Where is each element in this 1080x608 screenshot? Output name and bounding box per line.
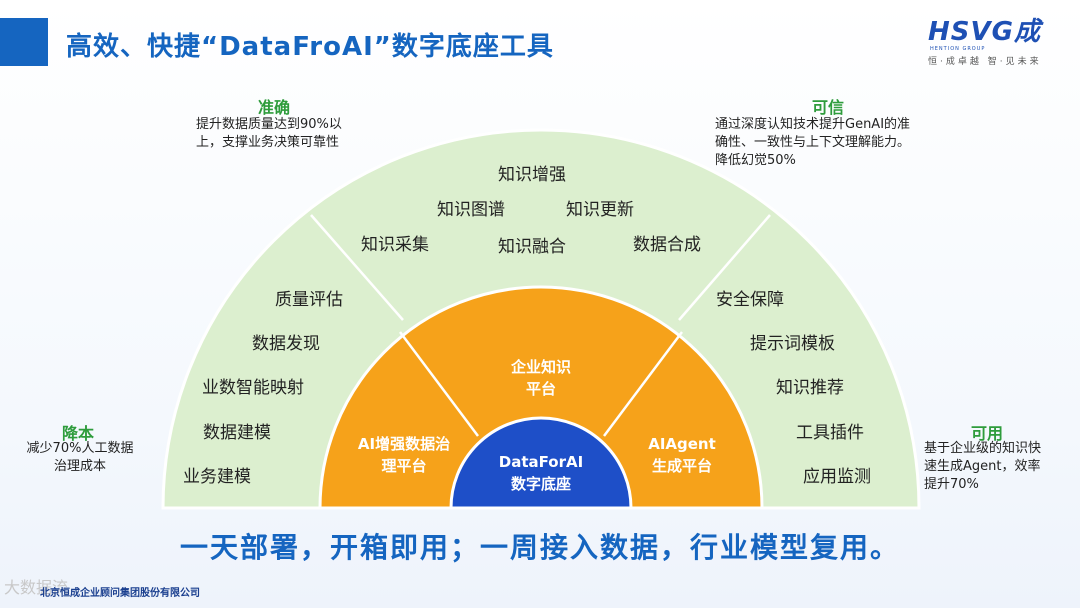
note-accurate-line2: 上，支撑业务决策可靠性 (196, 135, 340, 150)
heading-accurate: 准确 (257, 98, 290, 117)
company-logo: HSVG成 HENTION GROUP 恒·成卓越 智·见未来 (928, 17, 1052, 67)
item-prompt-template: 提示词模板 (750, 334, 835, 354)
platform-ai-governance-line1: AI增强数据治 (357, 435, 451, 453)
item-data-discovery: 数据发现 (252, 334, 320, 354)
item-quality-assess: 质量评估 (275, 290, 343, 310)
note-trusted-line3: 降低幻觉50% (715, 153, 796, 168)
heading-cost: 降本 (61, 424, 94, 443)
outer-divider-right (678, 214, 771, 321)
slogan: 一天部署，开箱即用；一周接入数据，行业模型复用。 (179, 531, 900, 564)
platform-ai-agent-line2: 生成平台 (651, 457, 712, 475)
item-data-modeling: 数据建模 (203, 423, 271, 443)
note-trusted: 通过深度认知技术提升GenAI的准 确性、一致性与上下文理解能力。 降低幻觉50… (715, 116, 910, 170)
note-usable: 基于企业级的知识快 速生成Agent，效率 提升70% (924, 440, 1041, 494)
note-accurate-line1: 提升数据质量达到90%以 (196, 117, 342, 132)
core-line1: DataForAI (498, 453, 584, 471)
platform-enterprise-knowledge-line2: 平台 (525, 380, 556, 398)
logo-motto: 恒·成卓越 智·见未来 (928, 57, 1042, 67)
logo-subtext: HENTION GROUP (930, 46, 986, 52)
item-knowledge-update: 知识更新 (566, 200, 634, 220)
heading-trusted: 可信 (811, 98, 844, 117)
note-usable-line3: 提升70% (924, 477, 979, 492)
platform-ai-agent: AIAgent 生成平台 (630, 433, 734, 477)
item-knowledge-enhance: 知识增强 (498, 165, 566, 185)
logo-text: HSVG成 (928, 17, 1041, 47)
item-knowledge-fusion: 知识融合 (498, 237, 566, 257)
core-line2: 数字底座 (510, 475, 571, 493)
middle-divider-left (399, 331, 479, 437)
item-security: 安全保障 (716, 290, 784, 310)
platform-ai-governance-line2: 理平台 (381, 457, 427, 475)
platform-enterprise-knowledge-line1: 企业知识 (510, 358, 571, 376)
item-knowledge-collect: 知识采集 (361, 235, 429, 255)
item-business-data-mapping: 业数智能映射 (202, 378, 304, 398)
note-accurate: 提升数据质量达到90%以 上，支撑业务决策可靠性 (196, 116, 342, 152)
platform-enterprise-knowledge: 企业知识 平台 (496, 356, 586, 400)
note-cost: 减少70%人工数据 治理成本 (18, 440, 142, 476)
core-circle (449, 416, 633, 510)
item-tool-plugin: 工具插件 (796, 423, 864, 443)
item-data-synthesis: 数据合成 (633, 235, 701, 255)
note-cost-line1: 减少70%人工数据 (26, 441, 134, 456)
middle-divider-right (603, 331, 683, 437)
middle-ring (318, 285, 764, 510)
page-title: 高效、快捷“DataFroAI”数字底座工具 (66, 32, 554, 62)
watermark: 大数据流 (4, 578, 69, 597)
note-trusted-line1: 通过深度认知技术提升GenAI的准 (715, 117, 911, 132)
note-trusted-line2: 确性、一致性与上下文理解能力。 (715, 135, 911, 150)
footer-company: 北京恒成企业顾问集团股份有限公司 (40, 588, 200, 599)
platform-ai-agent-line1: AIAgent (648, 435, 716, 453)
platform-ai-governance: AI增强数据治 理平台 (340, 433, 468, 477)
item-knowledge-graph: 知识图谱 (437, 200, 505, 220)
item-business-modeling: 业务建模 (183, 467, 251, 487)
note-cost-line2: 治理成本 (53, 459, 106, 474)
note-usable-line2: 速生成Agent，效率 (924, 459, 1041, 474)
item-app-monitor: 应用监测 (803, 467, 871, 487)
outer-divider-left (310, 214, 404, 321)
title-accent-bar (0, 18, 48, 66)
core-label: DataForAI 数字底座 (486, 451, 596, 495)
note-usable-line1: 基于企业级的知识快 (924, 441, 1042, 456)
heading-usable: 可用 (970, 424, 1003, 443)
item-knowledge-recommend: 知识推荐 (776, 378, 844, 398)
